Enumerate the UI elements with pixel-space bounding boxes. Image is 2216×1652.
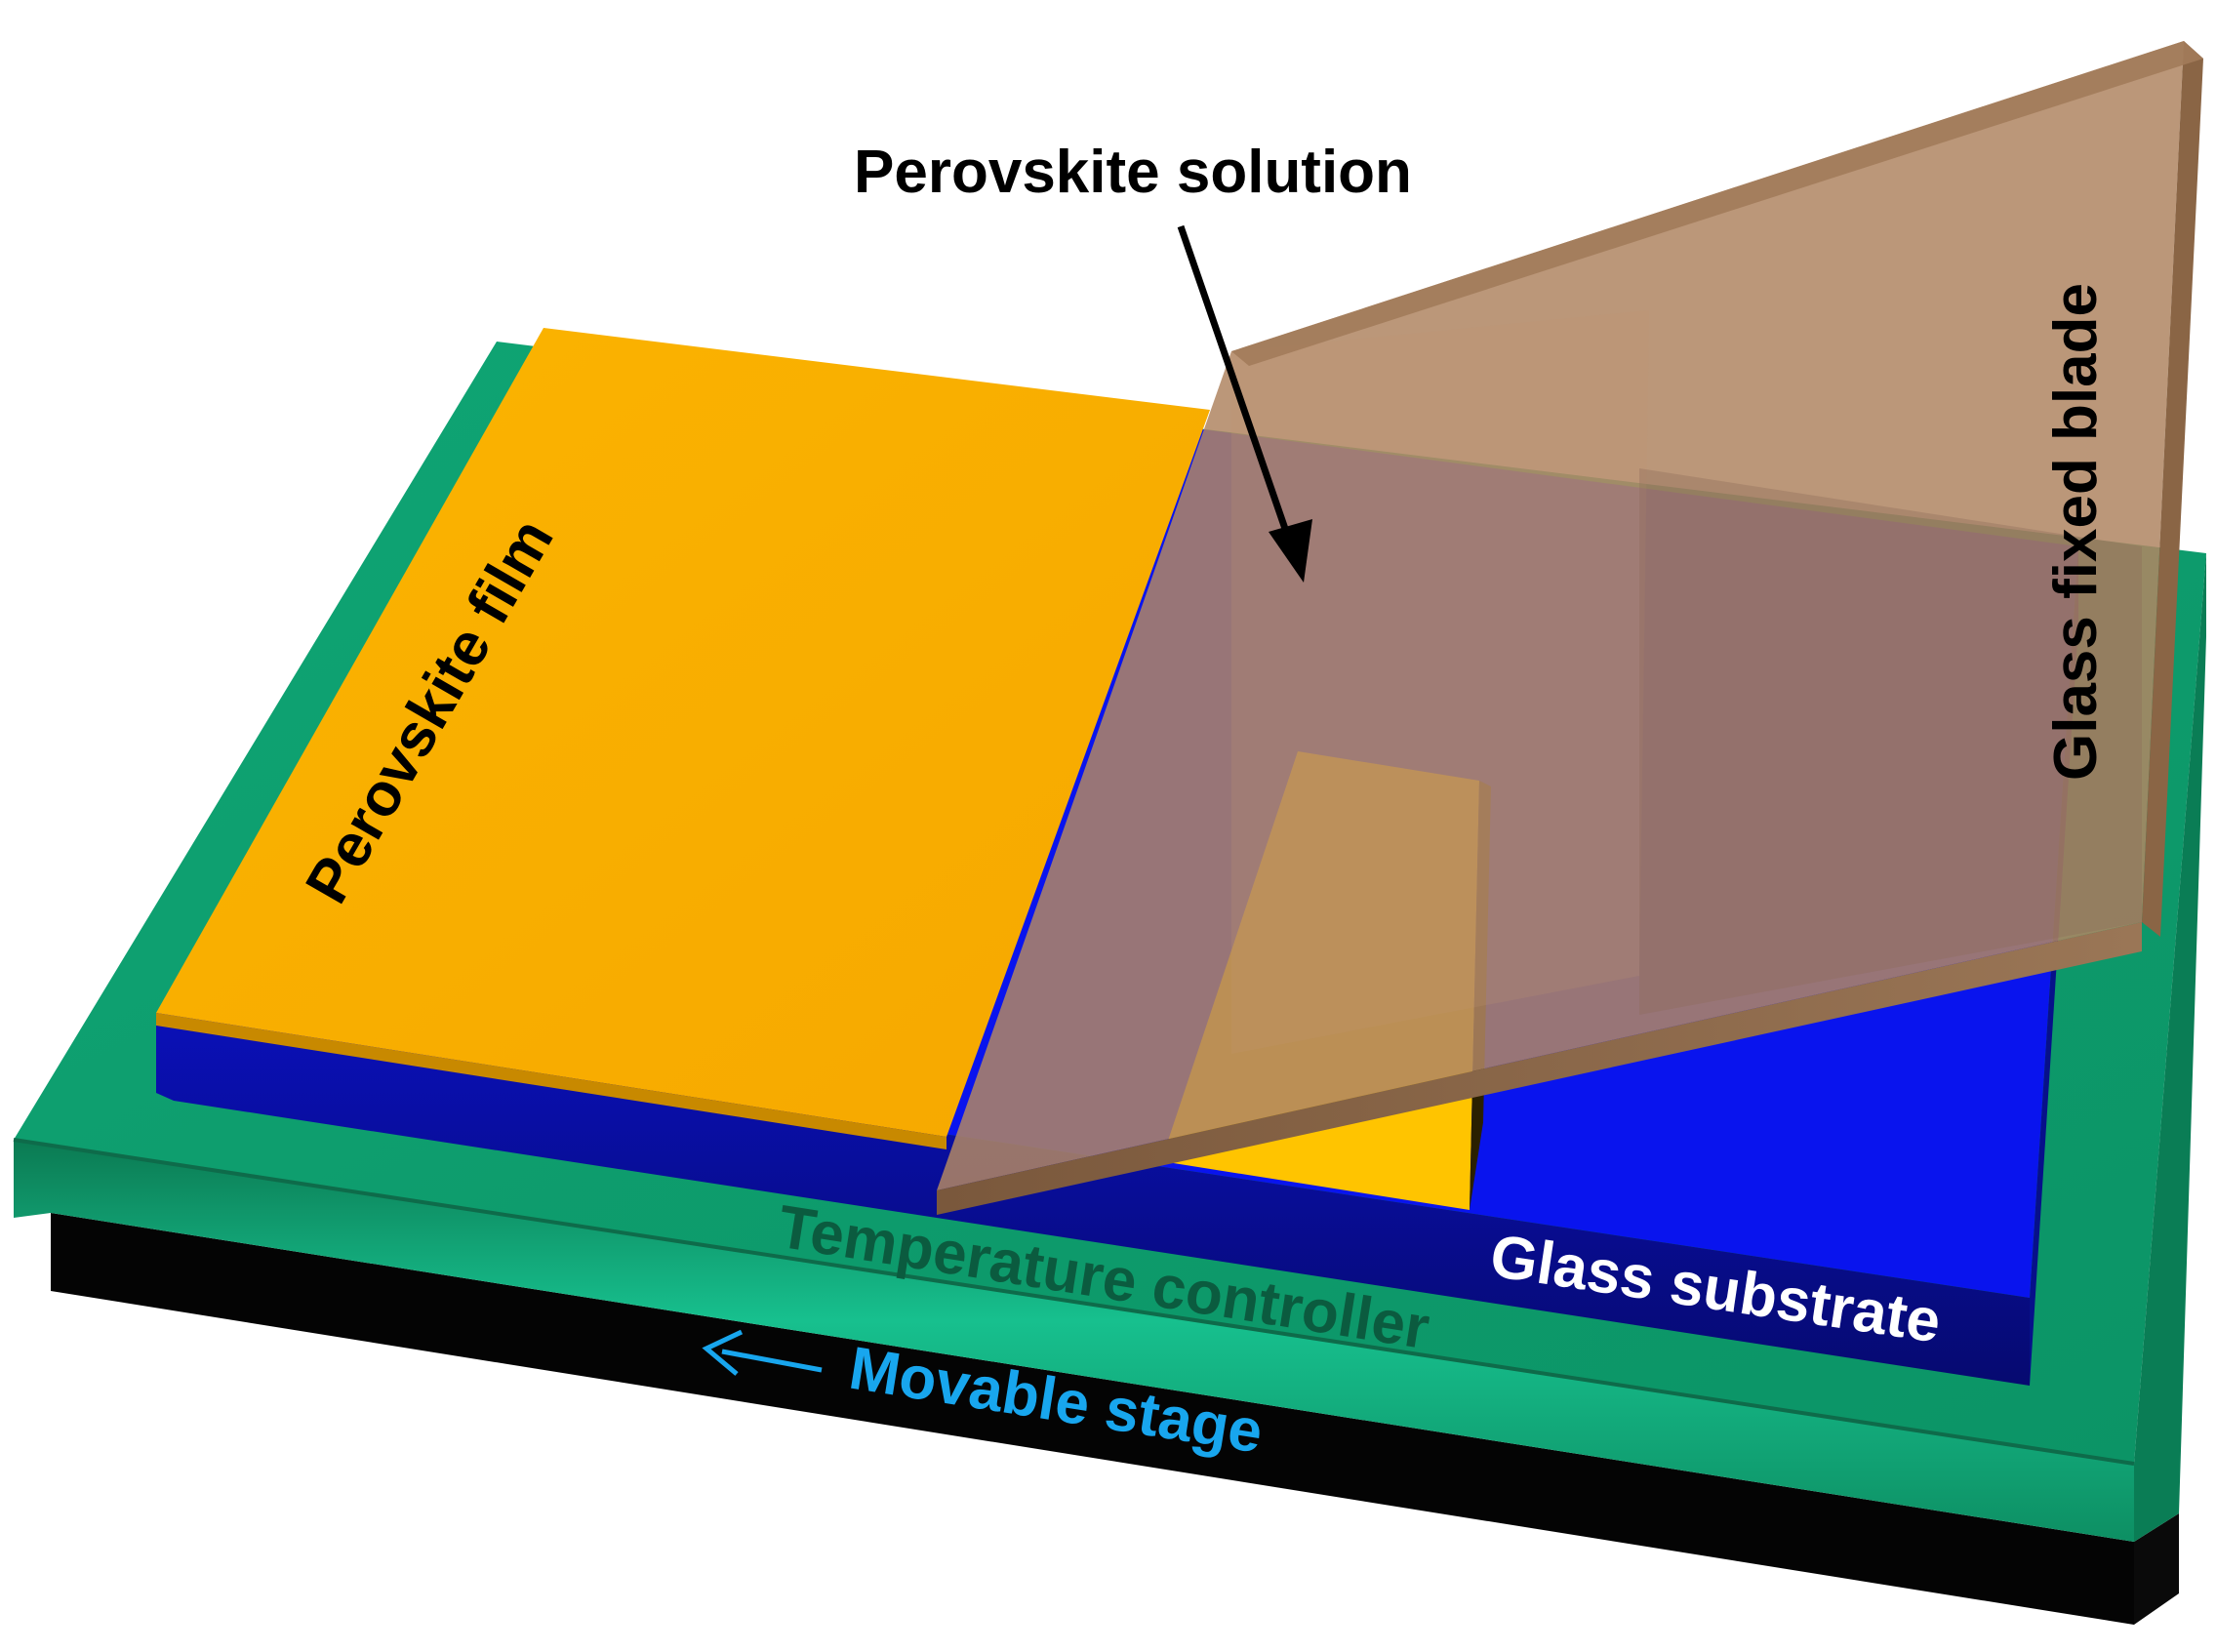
- blade-bottom-edge: [937, 922, 2142, 1215]
- film-top-face: [156, 328, 1210, 1137]
- substrate-front-face: [156, 1015, 2030, 1386]
- blade-top-edge: [1231, 41, 2203, 366]
- arrow-down-icon: [1177, 224, 1312, 583]
- arrow-left-icon: [702, 1329, 823, 1376]
- controller-right-face: [2134, 553, 2206, 1542]
- label-perovskite-solution: Perovskite solution: [854, 139, 1412, 206]
- controller-front-face: [14, 1140, 2134, 1542]
- movable-stage: [51, 1213, 2179, 1625]
- label-glass-fixed-blade: Glass fixed blade: [2042, 283, 2110, 781]
- glass-fixed-blade: [937, 41, 2203, 1215]
- blade-right-edge: [2142, 41, 2203, 937]
- film-front-edge: [156, 1013, 947, 1149]
- blade-inner-overlap: [1231, 310, 1649, 1054]
- blade-main-face: [937, 41, 2184, 1190]
- stage-right-face: [2134, 1513, 2179, 1625]
- blade-right-overlap: [1639, 468, 2142, 1015]
- controller-front-edge: [13, 1138, 2135, 1466]
- stage-front-face: [51, 1213, 2134, 1625]
